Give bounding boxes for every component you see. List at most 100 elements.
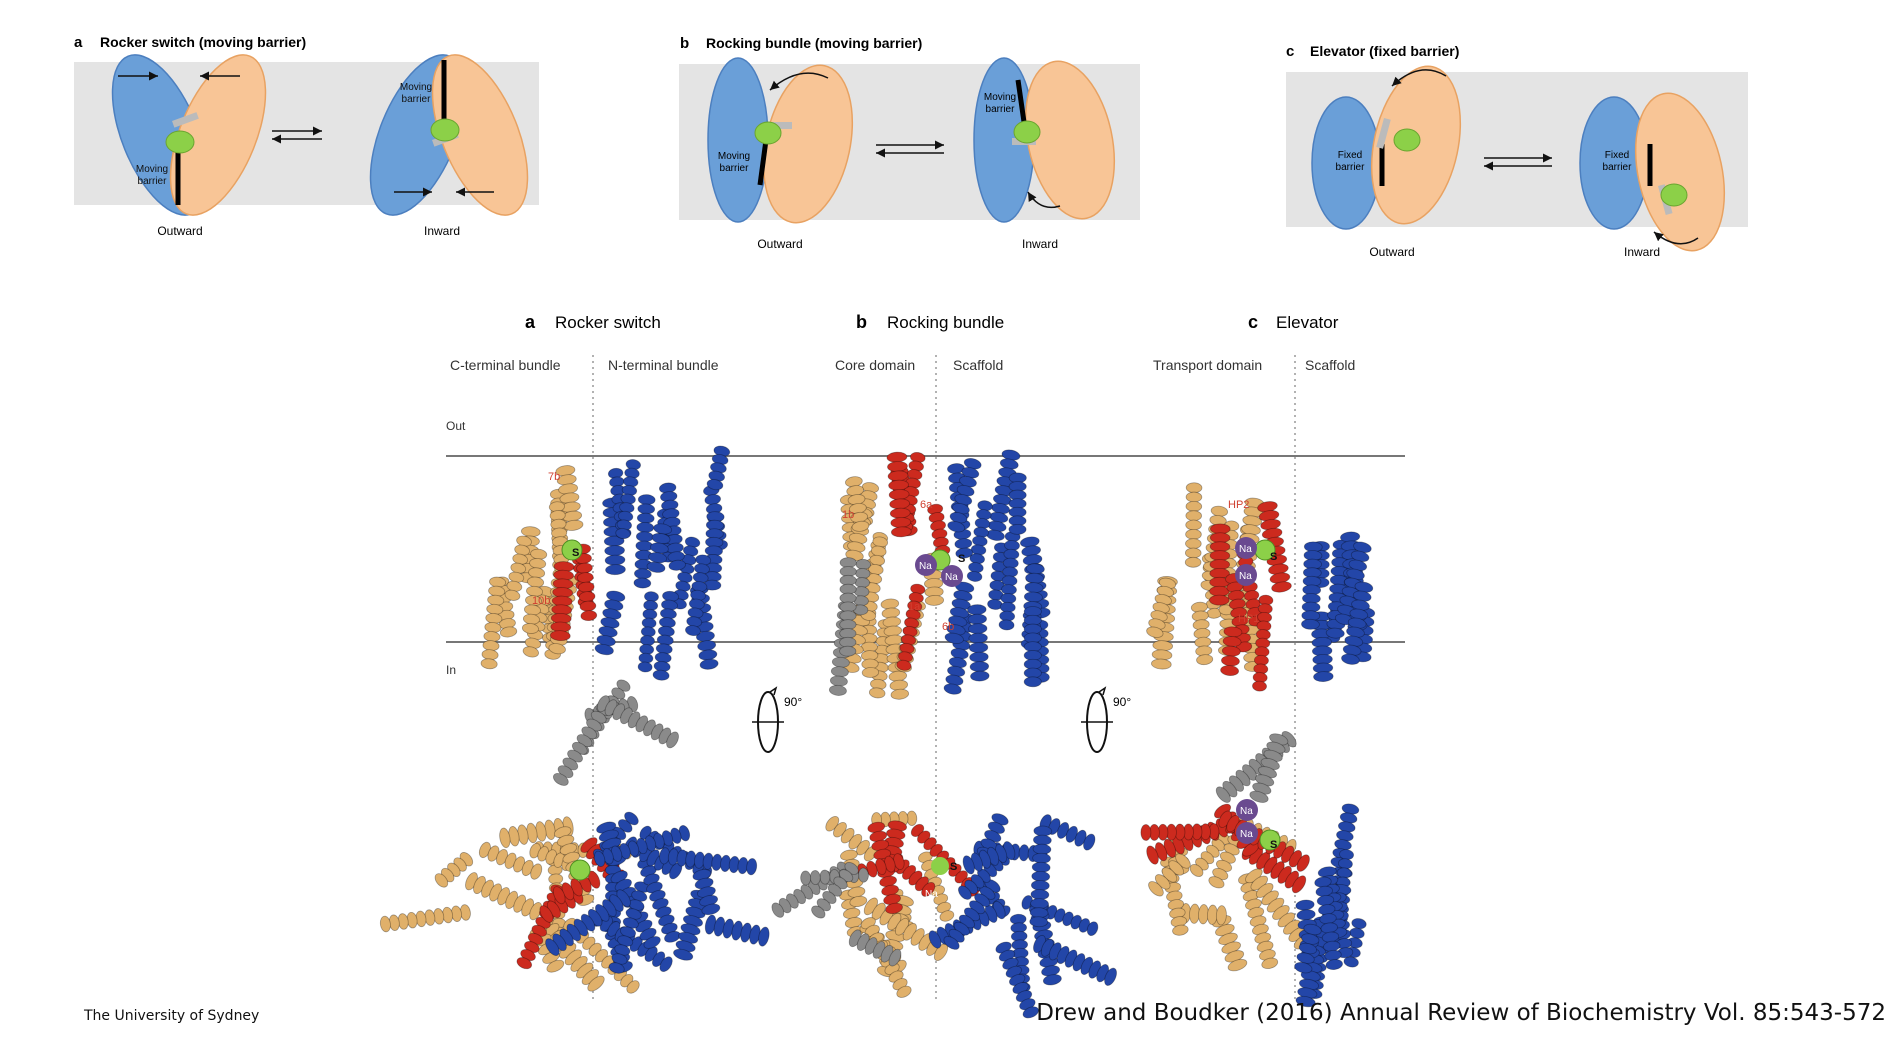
- helix: [1146, 577, 1177, 638]
- domain-label: Scaffold: [953, 357, 1003, 373]
- ion-label: Na: [1239, 571, 1252, 582]
- helix: [967, 604, 990, 682]
- helix: [480, 576, 507, 670]
- substrate: [165, 130, 195, 154]
- state-label: Outward: [1369, 245, 1414, 259]
- helix: [1140, 823, 1220, 841]
- helix: [880, 598, 910, 700]
- helix: [434, 852, 474, 888]
- helix: [1211, 915, 1248, 972]
- in-label: In: [446, 663, 456, 677]
- helix-label: 1b: [842, 509, 854, 521]
- helix: [947, 458, 982, 533]
- helix: [1023, 606, 1042, 688]
- helix: [1294, 923, 1322, 974]
- ion-label: Na: [919, 561, 932, 572]
- helix: [545, 889, 631, 956]
- ion-label: Na: [1240, 806, 1253, 817]
- helix-label: 6a: [920, 499, 933, 511]
- helix: [886, 451, 912, 538]
- helix: [927, 503, 951, 557]
- orange-domain: [1634, 92, 1726, 252]
- helix: [998, 531, 1021, 631]
- helix: [845, 476, 870, 532]
- domain-label: C-terminal bundle: [450, 357, 561, 373]
- structure-annotations: 7b 10b S 1b 6a 1a 6b Na Na S S Na HP2 HP…: [532, 471, 1277, 900]
- substrate-label: S: [1270, 551, 1277, 563]
- helix: [897, 451, 926, 532]
- rotation-arrow: [769, 72, 829, 91]
- helix: [1314, 876, 1343, 970]
- out-label: Out: [446, 419, 466, 433]
- gate: [172, 112, 199, 128]
- rotation-icon: 90°: [752, 686, 802, 753]
- helix: [552, 703, 612, 786]
- substrate-label: S: [958, 553, 965, 565]
- helix: [995, 941, 1039, 1019]
- helix: [704, 914, 770, 947]
- gate: [768, 122, 792, 129]
- helix: [379, 904, 471, 933]
- helix: [1334, 541, 1372, 626]
- helix: [1189, 832, 1231, 877]
- helix: [549, 561, 575, 642]
- helix: [465, 872, 543, 921]
- helix: [1184, 482, 1203, 568]
- state-label: Inward: [1022, 237, 1058, 251]
- helix: [848, 929, 902, 967]
- helix-label: 1a: [908, 601, 921, 613]
- panel-letter: a: [74, 34, 83, 51]
- helix: [504, 535, 532, 601]
- panel-letter: b: [680, 35, 689, 52]
- protein-structures: [379, 445, 1376, 1019]
- substrate: [430, 118, 460, 142]
- panel-title: Rocker switch (moving barrier): [100, 34, 306, 50]
- helix: [1341, 581, 1374, 665]
- helix-label: 10b: [532, 595, 550, 607]
- substrate: [1660, 183, 1688, 207]
- panel-title: Elevator (fixed barrier): [1310, 43, 1459, 59]
- helix: [943, 878, 1001, 950]
- orange-domain: [431, 54, 529, 216]
- helix: [896, 583, 926, 671]
- helix: [671, 536, 701, 610]
- helix: [706, 445, 731, 491]
- helix: [646, 523, 673, 573]
- svg-text:90°: 90°: [1113, 695, 1131, 709]
- substrate: [1393, 128, 1421, 152]
- helix: [633, 494, 656, 589]
- helix-label: HP2: [1228, 499, 1249, 511]
- panel-title: Rocking bundle (moving barrier): [706, 35, 922, 51]
- sodium-ion: [1235, 537, 1257, 559]
- helix: [615, 459, 641, 539]
- helix: [596, 695, 679, 749]
- helix: [825, 815, 878, 862]
- helix: [987, 542, 1010, 610]
- ion-label: Na: [1239, 544, 1252, 555]
- substrate: [931, 857, 949, 875]
- helix: [652, 590, 679, 681]
- gate: [1376, 117, 1391, 149]
- institution-label: The University of Sydney: [84, 1008, 260, 1024]
- domain-label: Scaffold: [1305, 357, 1355, 373]
- substrate: [1259, 829, 1281, 851]
- helix: [658, 482, 686, 571]
- orange-domain: [1024, 60, 1116, 220]
- helix: [860, 536, 889, 621]
- helix-label: 7b: [548, 471, 560, 483]
- ion-label: Na: [925, 889, 938, 900]
- helix: [1029, 825, 1053, 928]
- schematic-panel-b: b Rocking bundle (moving barrier) Moving…: [679, 35, 1140, 251]
- substrate: [1013, 120, 1041, 144]
- panel-letter: b: [856, 312, 867, 332]
- state-label: Outward: [157, 224, 202, 238]
- structure-headers: a Rocker switch b Rocking bundle c Eleva…: [446, 312, 1355, 677]
- state-label: Inward: [1624, 245, 1660, 259]
- substrate-label: S: [1270, 839, 1277, 851]
- helix: [811, 861, 859, 919]
